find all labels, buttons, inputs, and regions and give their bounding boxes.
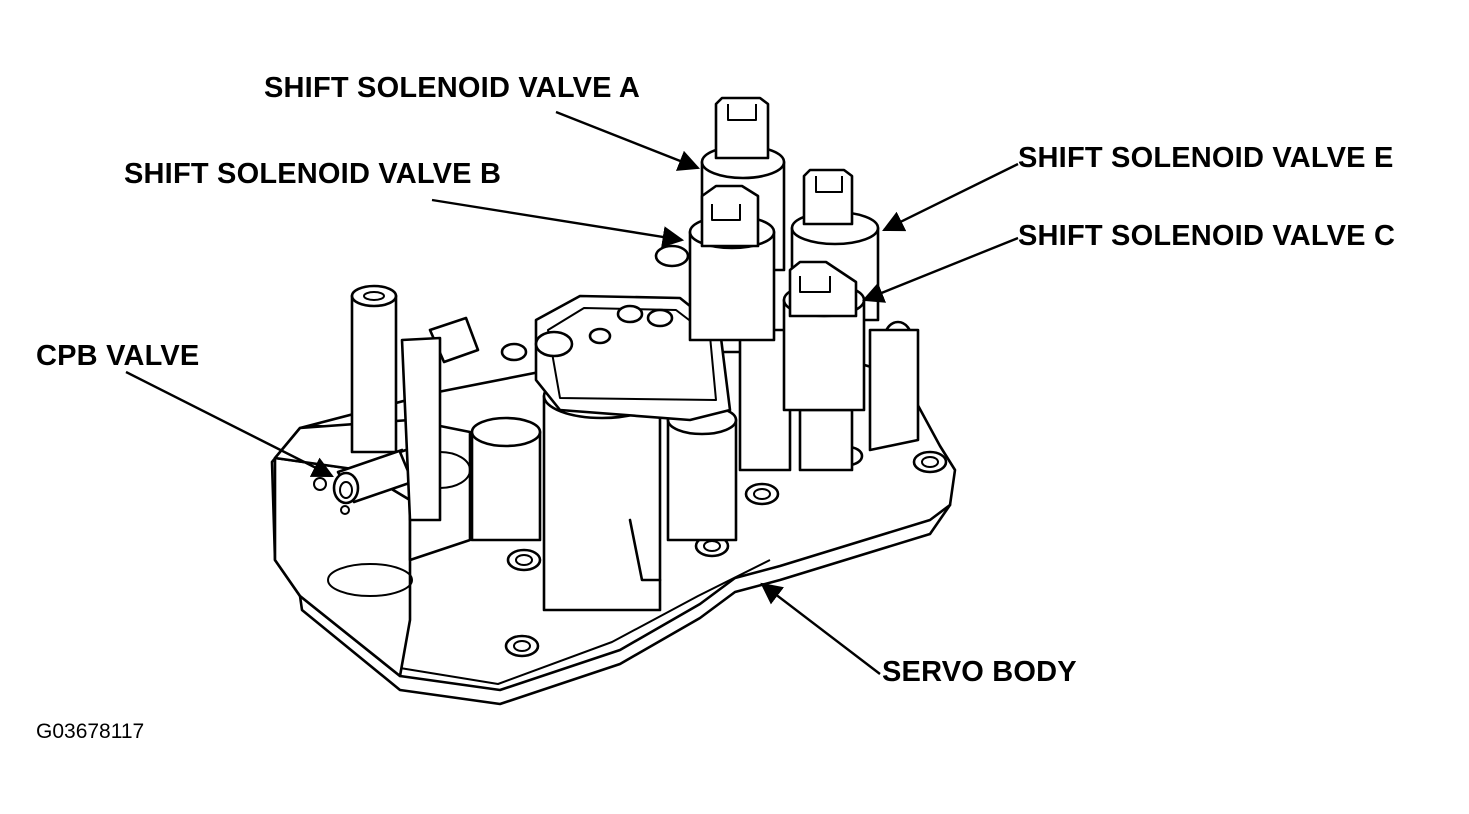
figure-id: G03678117 — [36, 720, 145, 743]
label-cpb-valve: CPB VALVE — [36, 340, 200, 372]
leader-servo-body — [760, 582, 881, 675]
leader-solenoid-b — [431, 198, 685, 248]
label-shift-solenoid-valve-e: SHIFT SOLENOID VALVE E — [1018, 142, 1394, 174]
leader-lines — [125, 110, 1019, 675]
solenoid-valve-c — [782, 260, 866, 412]
solenoid-valve-b — [654, 184, 776, 342]
label-shift-solenoid-valve-a: SHIFT SOLENOID VALVE A — [264, 72, 641, 104]
label-servo-body: SERVO BODY — [882, 656, 1077, 688]
leader-cpb-valve — [125, 370, 334, 478]
side-fitting — [400, 316, 480, 522]
cover-plate — [534, 294, 732, 422]
leader-solenoid-a — [555, 110, 701, 171]
tall-rod — [350, 284, 398, 454]
label-shift-solenoid-valve-b: SHIFT SOLENOID VALVE B — [124, 158, 502, 190]
leader-solenoid-e — [882, 162, 1019, 232]
leader-solenoid-c — [861, 236, 1019, 303]
label-shift-solenoid-valve-c: SHIFT SOLENOID VALVE C — [1018, 220, 1396, 252]
